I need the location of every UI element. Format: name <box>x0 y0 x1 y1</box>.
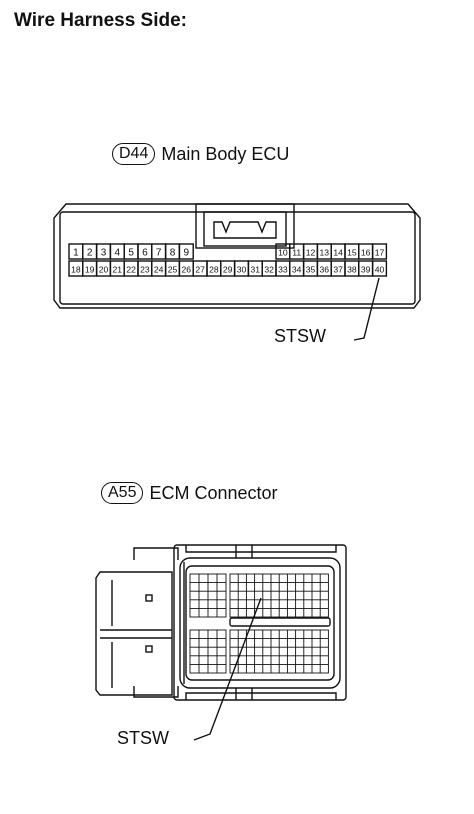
pin-label: 10 <box>278 248 288 258</box>
pin-label: 34 <box>292 265 302 275</box>
pin-label: 12 <box>306 248 316 258</box>
connector-name: Main Body ECU <box>161 143 290 164</box>
pin-label: 25 <box>168 265 178 275</box>
pin-label: 22 <box>126 265 136 275</box>
pin-label: 16 <box>361 248 371 258</box>
connector-code-badge: D44 <box>112 143 156 166</box>
pin-label: 31 <box>251 265 261 275</box>
connector-d44-pin-grid <box>68 243 388 277</box>
pin-label: 24 <box>154 265 164 275</box>
pin-label: 37 <box>333 265 343 275</box>
pin-label: 19 <box>85 265 95 275</box>
stsw-leader-line-a55 <box>193 597 262 741</box>
pin-cell <box>371 243 388 260</box>
cavity-block <box>189 573 227 618</box>
pin-label: 35 <box>306 265 316 275</box>
connector-name: ECM Connector <box>149 482 278 503</box>
pin-label: 6 <box>142 248 148 259</box>
pin-label: 17 <box>375 248 385 258</box>
cavity-block <box>189 629 227 674</box>
pin-label: 4 <box>115 248 121 259</box>
stsw-callout-a55: STSW <box>117 728 169 748</box>
pin-label: 14 <box>333 248 343 258</box>
pin-label: 40 <box>375 265 385 275</box>
pin-label: 20 <box>99 265 109 275</box>
stsw-callout-d44: STSW <box>274 326 326 346</box>
cavity-block <box>229 573 329 618</box>
pin-label: 15 <box>347 248 357 258</box>
connector-a55-housing <box>95 544 347 701</box>
connector-code-badge: A55 <box>101 482 144 505</box>
cavity-block <box>229 629 329 674</box>
pin-label: 21 <box>113 265 123 275</box>
pin-label: 39 <box>361 265 371 275</box>
page-heading: Wire Harness Side: <box>14 10 188 31</box>
pin-label: 11 <box>292 248 301 258</box>
stsw-leader-line-d44 <box>353 277 380 341</box>
pin-label: 13 <box>320 248 330 258</box>
pin-label: 9 <box>184 248 190 259</box>
pin-label: 3 <box>101 248 107 259</box>
pin-cell <box>178 243 194 260</box>
pin-label: 7 <box>156 248 162 259</box>
connector-a55-pin-grid <box>189 573 329 674</box>
pin-label: 26 <box>182 265 192 275</box>
pin-label: 1 <box>73 248 79 259</box>
pin-cell <box>371 260 388 277</box>
pin-label: 23 <box>140 265 150 275</box>
pin-label: 2 <box>87 248 93 259</box>
pin-label: 28 <box>209 265 219 275</box>
pin-label: 33 <box>278 265 288 275</box>
pin-label: 5 <box>128 248 134 259</box>
pin-label: 29 <box>223 265 233 275</box>
pin-label: 8 <box>170 248 176 259</box>
pin-label: 32 <box>264 265 274 275</box>
pin-label: 27 <box>195 265 205 275</box>
connector-d44-housing <box>53 203 421 309</box>
pin-label: 36 <box>320 265 330 275</box>
pin-label: 38 <box>347 265 357 275</box>
pin-label: 18 <box>71 265 81 275</box>
pin-label: 30 <box>237 265 247 275</box>
